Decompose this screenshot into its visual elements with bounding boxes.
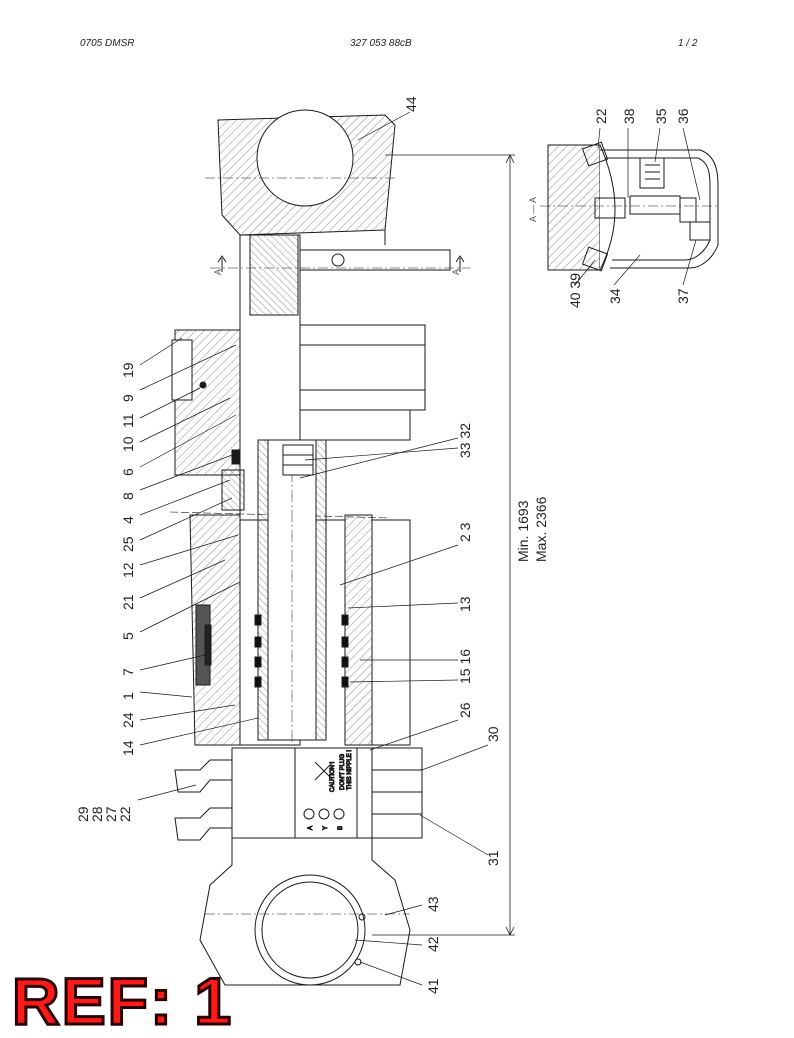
section-a-a-detail xyxy=(540,141,720,272)
callout-15-16: 15 16 xyxy=(457,649,473,684)
callout-25: 25 xyxy=(120,536,136,552)
callout-33-32: 33 32 xyxy=(457,423,473,458)
header-document-code: 0705 DMSR xyxy=(80,38,135,49)
section-marker-right: A xyxy=(451,269,461,275)
header-page-number: 1 / 2 xyxy=(678,38,698,49)
callout-31: 31 xyxy=(485,850,501,866)
gland-head xyxy=(169,329,391,519)
callout-13: 13 xyxy=(457,596,473,612)
callout-14: 14 xyxy=(120,740,136,756)
section-callout-22: 22 xyxy=(593,108,609,124)
callout-2-3: 2 3 xyxy=(457,522,473,542)
section-callout-34: 34 xyxy=(607,288,623,304)
callout-19: 19 xyxy=(120,362,136,378)
callout-21: 21 xyxy=(120,594,136,610)
nameplate-line2: DON'T PLUG xyxy=(340,754,346,790)
dimension-min: Min. 1693 xyxy=(515,500,531,562)
header-part-number: 327 053 88cB xyxy=(350,38,412,49)
callout-28: 28 xyxy=(89,806,105,822)
dimension-max: Max. 2366 xyxy=(533,496,549,562)
callout-6: 6 xyxy=(120,468,136,476)
callout-42: 42 xyxy=(425,936,441,952)
nameplate-port-a: A xyxy=(308,826,314,830)
callout-labels: 19 9 11 10 6 8 4 25 12 21 5 7 1 24 14 29… xyxy=(75,96,691,994)
section-title: A — A xyxy=(528,197,538,222)
callout-44: 44 xyxy=(403,96,419,112)
callout-22: 22 xyxy=(117,806,133,822)
callout-41: 41 xyxy=(425,978,441,994)
callout-5: 5 xyxy=(120,632,136,640)
nameplate-line3: THIS NIPPLE ! xyxy=(347,750,353,790)
section-callout-35: 35 xyxy=(653,108,669,124)
callout-9: 9 xyxy=(120,394,136,402)
callout-12: 12 xyxy=(120,562,136,578)
callout-10: 10 xyxy=(120,436,136,452)
valve-manifold: CAUTION ! DON'T PLUG THIS NIPPLE ! A Y B xyxy=(174,747,423,841)
callout-26: 26 xyxy=(457,702,473,718)
callout-24: 24 xyxy=(120,712,136,728)
callout-30: 30 xyxy=(485,726,501,742)
cylinder-barrel xyxy=(189,439,411,746)
bottom-mounting-eye xyxy=(199,838,411,986)
reference-stamp: REF: 1 xyxy=(10,964,234,1038)
section-marker-left: A xyxy=(213,269,223,275)
section-callout-36: 36 xyxy=(675,108,691,124)
nameplate-port-b: B xyxy=(338,826,344,830)
section-callout-37: 37 xyxy=(675,288,691,304)
callout-29: 29 xyxy=(75,806,91,822)
callout-27: 27 xyxy=(103,806,119,822)
callout-11: 11 xyxy=(120,413,136,428)
section-callout-40-39: 40 39 xyxy=(567,273,583,308)
overall-length-dimension xyxy=(372,154,515,936)
section-cut-markers xyxy=(210,255,470,272)
nameplate-line1: CAUTION ! xyxy=(330,761,336,792)
callout-4: 4 xyxy=(120,516,136,524)
leader-lines xyxy=(137,111,701,986)
callout-8: 8 xyxy=(120,492,136,500)
callout-1: 1 xyxy=(120,692,136,700)
section-callout-38: 38 xyxy=(621,108,637,124)
callout-43: 43 xyxy=(425,896,441,912)
nameplate-port-y: Y xyxy=(323,826,329,830)
callout-7: 7 xyxy=(120,668,136,676)
top-rod-eye xyxy=(205,109,396,300)
